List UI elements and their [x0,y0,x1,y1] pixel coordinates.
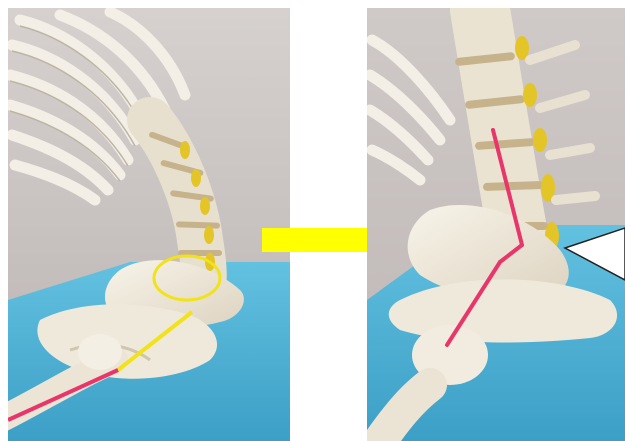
panel-after [367,8,625,441]
panel-before [0,8,290,441]
